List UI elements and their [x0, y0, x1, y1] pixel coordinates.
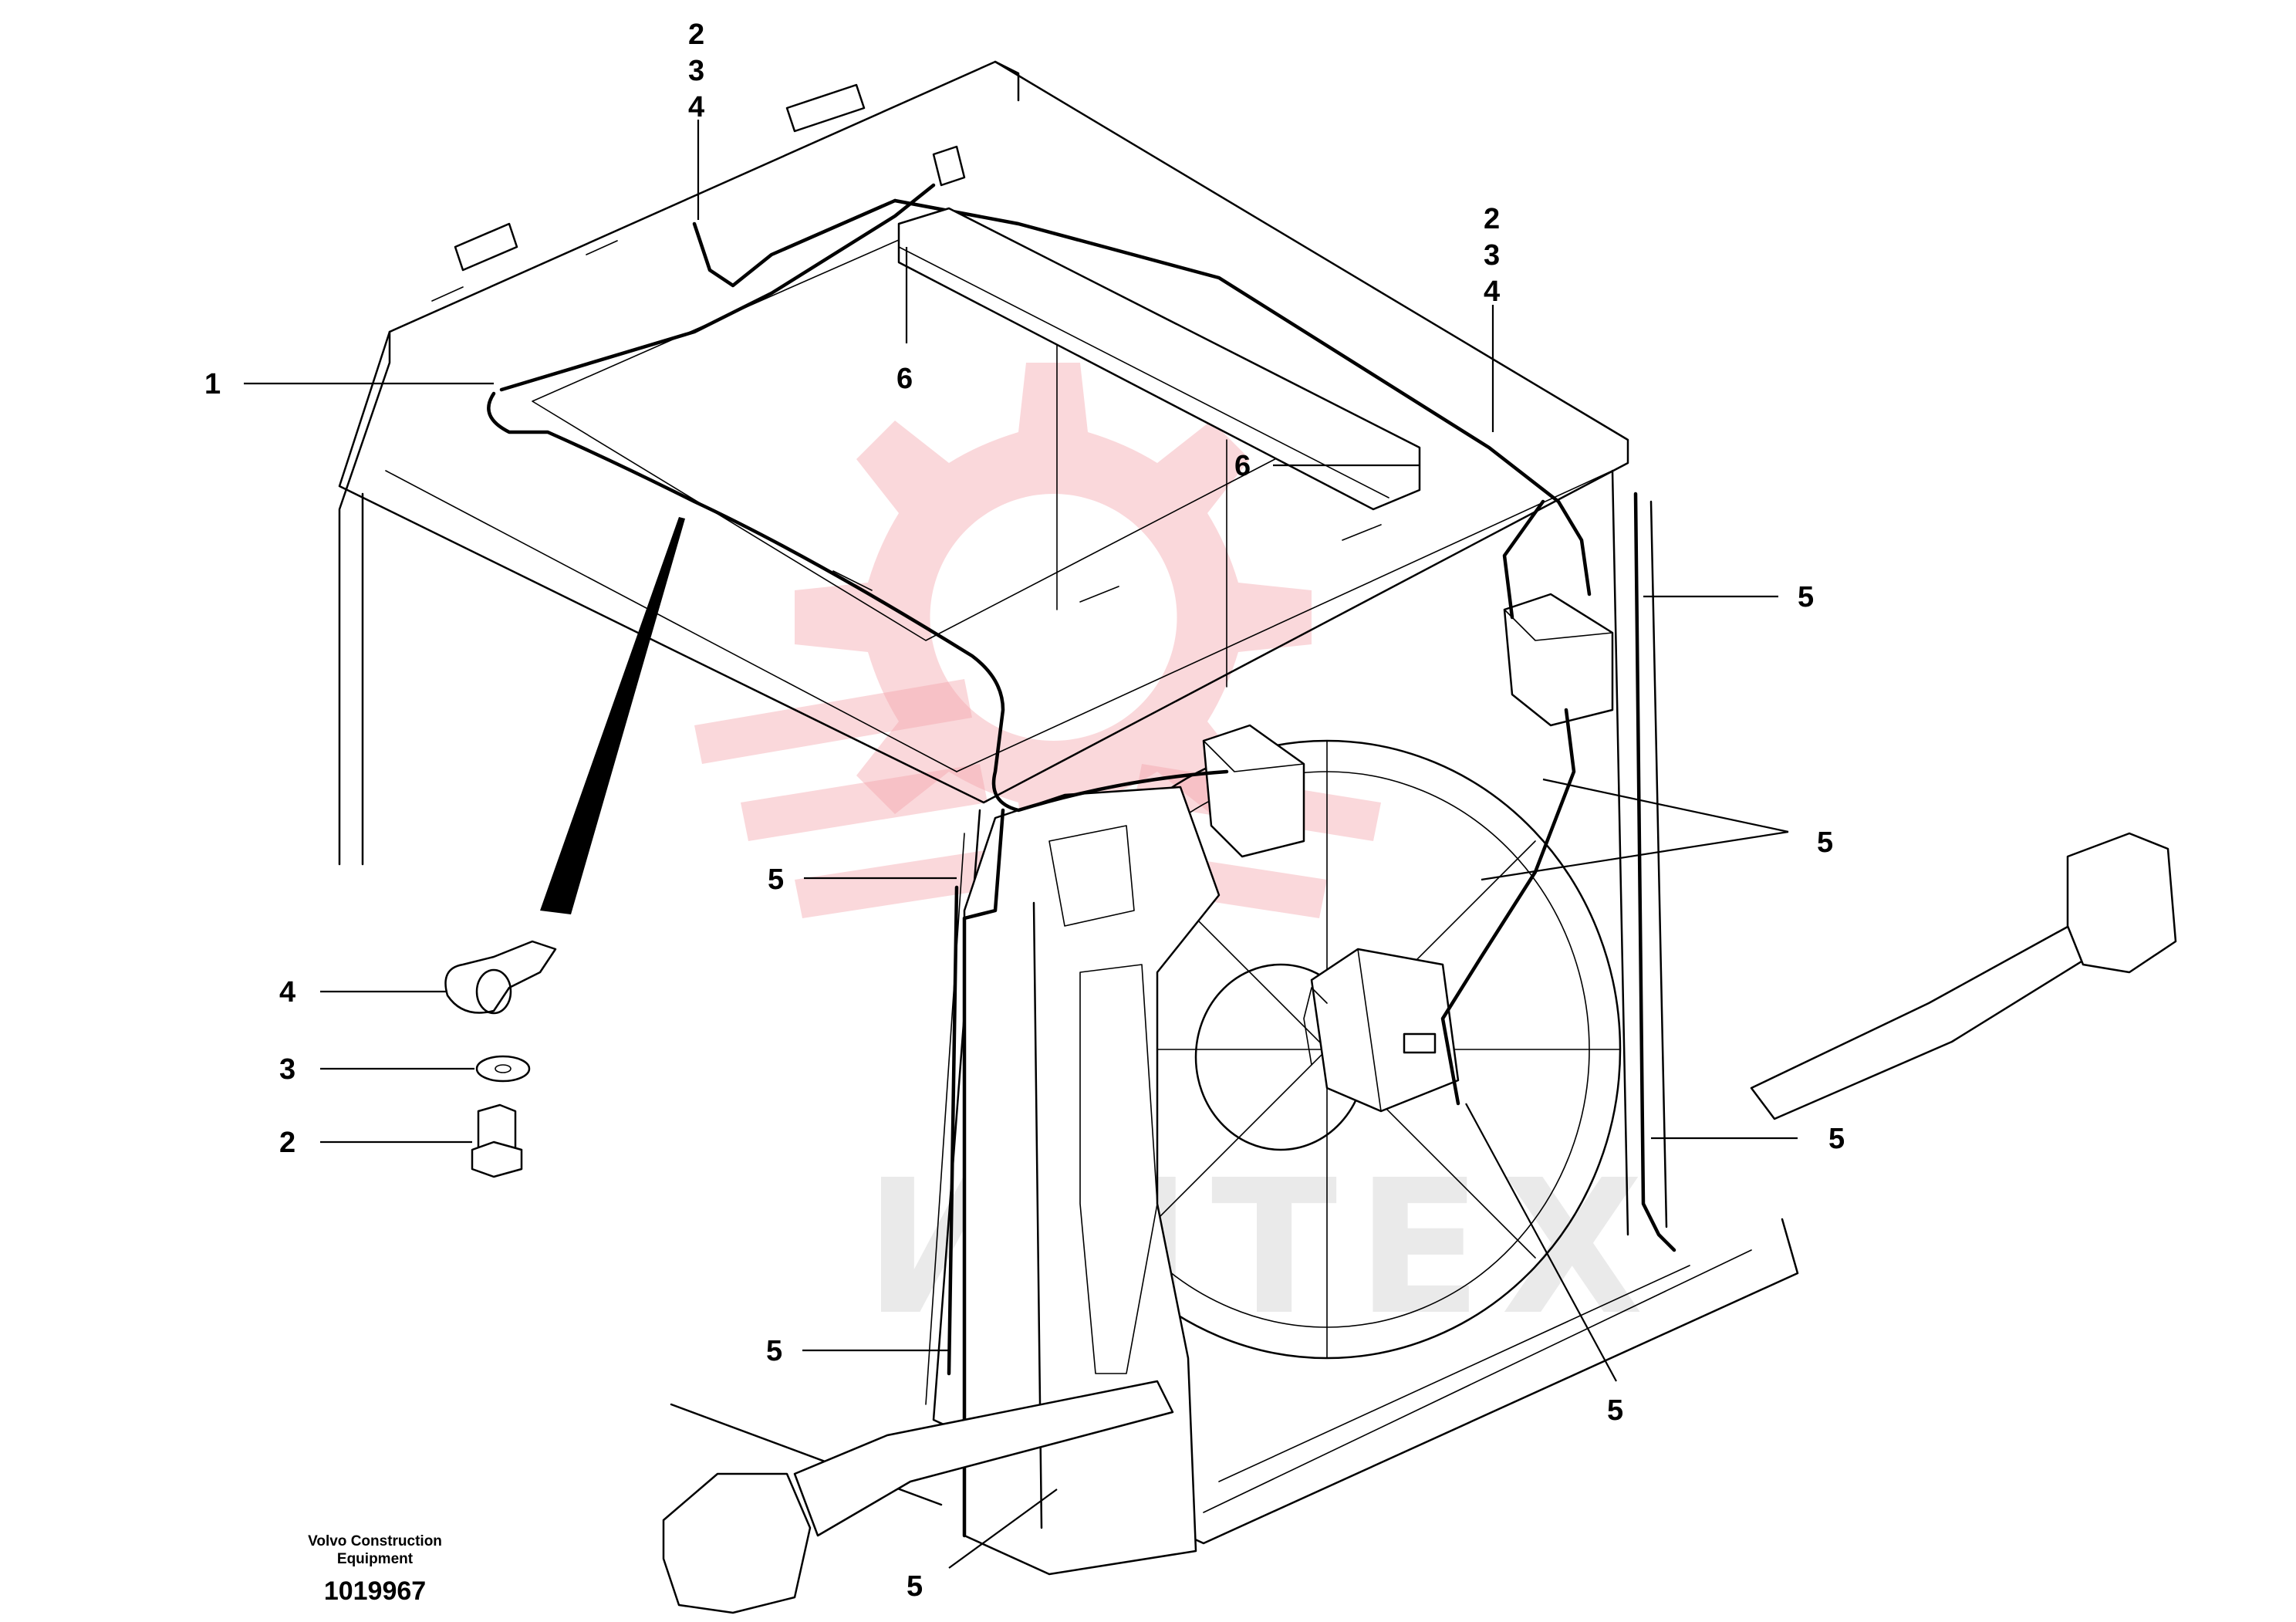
wire-harness [454, 83, 1676, 1376]
callout-top-right-3: 3 [1484, 239, 1500, 272]
left-pillar-panel [962, 786, 1221, 1576]
control-unit [1303, 948, 1460, 1113]
callout-top-left-4: 4 [688, 91, 704, 123]
callout-5-right-lower: 5 [1828, 1123, 1845, 1155]
part-washer [475, 1055, 531, 1083]
callout-top-right-2: 2 [1484, 203, 1500, 235]
clip-assembly-pointer [540, 517, 685, 914]
callout-5-left-upper: 5 [768, 863, 784, 896]
lamp-arm-right [1750, 832, 2177, 1120]
callout-5-left-lower: 5 [766, 1335, 782, 1367]
callout-4-clip: 4 [279, 976, 295, 1009]
callout-5-bottom: 5 [907, 1570, 923, 1603]
callout-2-bolt: 2 [279, 1127, 295, 1159]
callout-5-right-top: 5 [1798, 581, 1814, 613]
part-bolt [471, 1103, 523, 1178]
callout-1: 1 [204, 368, 221, 400]
callout-top-left-2: 2 [688, 19, 704, 51]
cross-beam [897, 207, 1421, 511]
caption-block: Volvo Construction Equipment 1019967 [308, 1533, 442, 1606]
callout-6-lower: 6 [1234, 450, 1251, 482]
callout-top-right-4: 4 [1484, 275, 1500, 308]
callout-labels: 1 2 3 4 2 3 4 6 6 5 5 5 5 5 5 5 4 3 2 [204, 19, 1845, 1603]
lamp-arm-left [662, 1380, 1174, 1614]
callout-5-center-bottom: 5 [1607, 1394, 1623, 1427]
caption-line-2: Equipment [337, 1551, 414, 1567]
callout-5-right-middle: 5 [1817, 826, 1833, 859]
caption-line-1: Volvo Construction [308, 1533, 442, 1549]
part-clip [444, 940, 557, 1015]
lamp-front-right [1503, 593, 1614, 727]
callout-6-upper: 6 [896, 363, 913, 395]
callout-3-washer: 3 [279, 1053, 295, 1086]
document-number: 1019967 [324, 1576, 426, 1606]
leader-lines [244, 120, 1798, 1569]
callout-top-left-3: 3 [688, 55, 704, 87]
lamp-front-left [1202, 724, 1305, 858]
